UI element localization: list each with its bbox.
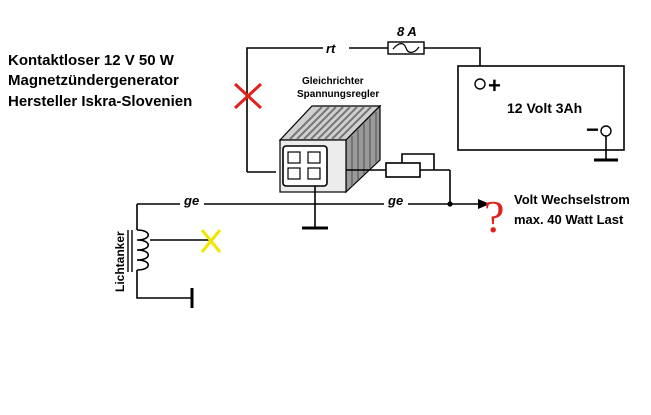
output-arrow-icon (478, 199, 490, 209)
fuse-label: 8 A (397, 24, 417, 39)
battery-plus-terminal (474, 78, 486, 90)
rt-label-bg (323, 42, 349, 54)
fuse-element-icon (392, 43, 420, 53)
battery-plus-sign: + (488, 73, 501, 98)
yellow-cross-icon (200, 229, 222, 253)
title-line-1: Kontaktloser 12 V 50 W (8, 52, 175, 69)
resistor-wiper (401, 153, 435, 170)
question-mark: ? (484, 191, 504, 242)
battery-minus-terminal (600, 125, 612, 137)
title-line-3: Hersteller Iskra-Slovenien (8, 93, 192, 110)
resistor (385, 162, 421, 178)
regulator-label-1: Gleichrichter (302, 76, 364, 87)
wire-label-ge-right: ge (387, 193, 403, 208)
regulator-unit (278, 104, 382, 194)
wire-label-ge-left: ge (183, 193, 199, 208)
wire-label-rt: rt (326, 41, 336, 56)
regulator-label-2: Spannungsregler (297, 89, 379, 100)
coil-bottom-wire (136, 270, 192, 299)
coil-label: Lichtanker (113, 231, 127, 292)
bus-junction-dot (447, 201, 453, 207)
coil-icon (127, 229, 150, 272)
battery-label: 12 Volt 3Ah (507, 100, 582, 116)
red-cross-icon (233, 82, 263, 110)
ge-left-label-bg (180, 194, 204, 206)
battery (457, 65, 625, 151)
output-line-2: max. 40 Watt Last (514, 212, 624, 227)
output-line-1: Volt Wechselstrom (514, 192, 630, 207)
ge-right-label-bg (384, 194, 408, 206)
battery-minus-sign: − (586, 117, 599, 142)
title-line-2: Magnetzündergenerator (8, 72, 179, 89)
